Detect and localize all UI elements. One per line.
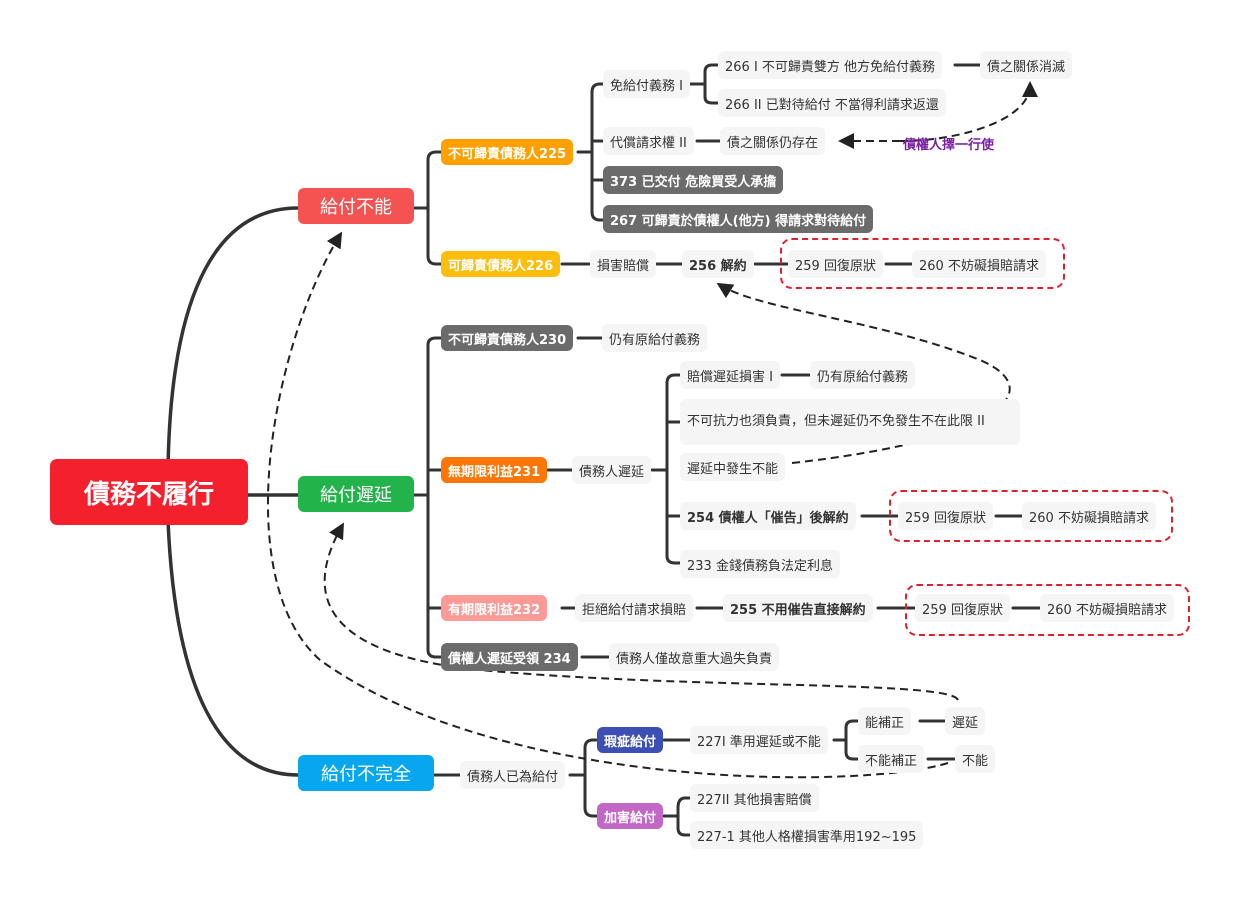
node-233[interactable]: 233 金錢債務負法定利息: [680, 550, 840, 578]
node-230-result[interactable]: 仍有原給付義務: [602, 324, 708, 352]
note-creditor-choice: 債權人擇一行使: [903, 138, 995, 153]
node-exempt[interactable]: 免給付義務 I: [603, 70, 690, 98]
node-extinction[interactable]: 債之關係消滅: [980, 51, 1073, 79]
node-creditor-delay-234[interactable]: 債權人遲延受領 234: [441, 643, 578, 671]
node-not-attributable-225[interactable]: 不可歸責債務人225: [441, 139, 574, 165]
node-harmful[interactable]: 加害給付: [597, 803, 664, 829]
node-267[interactable]: 267 可歸責於債權人(他方) 得請求對待給付: [603, 205, 874, 233]
node-impossible-during-delay[interactable]: 遲延中發生不能: [680, 453, 786, 481]
node-cannot-fix[interactable]: 不能補正: [858, 745, 925, 773]
node-260-a[interactable]: 260 不妨礙損賠請求: [912, 250, 1046, 278]
node-delay-damages-result[interactable]: 仍有原給付義務: [810, 361, 916, 389]
edge-root-impossibility: [166, 206, 300, 472]
node-254[interactable]: 254 債權人「催告」後解約: [680, 502, 856, 530]
dashed-arrow-can-fix-to-delay: [323, 522, 959, 701]
edge-root-incomplete: [166, 518, 300, 777]
node-damages[interactable]: 損害賠償: [590, 250, 657, 278]
node-substitute[interactable]: 代償請求權 II: [603, 127, 694, 155]
node-can-fix-result[interactable]: 遲延: [945, 707, 986, 735]
node-234-result[interactable]: 債務人僅故意重大過失負責: [609, 643, 780, 671]
node-266-1[interactable]: 266 I 不可歸責雙方 他方免給付義務: [718, 51, 943, 79]
node-256[interactable]: 256 解約: [682, 250, 754, 278]
group-box-255: [905, 584, 1190, 636]
node-delay-damages[interactable]: 賠償遲延損害 I: [680, 361, 780, 389]
node-can-fix[interactable]: 能補正: [858, 707, 912, 735]
group-box-254: [889, 490, 1173, 542]
node-no-term-231[interactable]: 無期限利益231: [441, 457, 548, 483]
node-373[interactable]: 373 已交付 危險買受人承擔: [603, 166, 784, 194]
node-remains[interactable]: 債之關係仍存在: [720, 127, 826, 155]
node-force-majeure[interactable]: 不可抗力也須負責，但未遲延仍不免發生不在此限 II: [680, 399, 1020, 445]
node-227-2[interactable]: 227II 其他損害賠償: [690, 784, 819, 812]
branch-incomplete[interactable]: 給付不完全: [298, 755, 434, 791]
node-attributable-226[interactable]: 可歸責債務人226: [441, 251, 561, 277]
node-refuse-performance[interactable]: 拒絕給付請求損賠: [575, 594, 694, 622]
node-not-attributable-230[interactable]: 不可歸責債務人230: [441, 325, 574, 351]
node-255[interactable]: 255 不用催告直接解約: [723, 594, 873, 622]
node-debtor-delay[interactable]: 債務人遲延: [572, 456, 652, 484]
node-260-b[interactable]: 260 不妨礙損賠請求: [1022, 502, 1156, 530]
node-266-2[interactable]: 266 II 已對待給付 不當得利請求返還: [718, 89, 946, 117]
node-227-1-personality[interactable]: 227-1 其他人格權損害準用192~195: [690, 821, 924, 849]
node-227-1[interactable]: 227I 準用遲延或不能: [690, 726, 828, 754]
node-defective[interactable]: 瑕疵給付: [597, 727, 664, 753]
dashed-arrow-cannot-fix-to-impossibility: [267, 231, 949, 779]
branch-delay[interactable]: 給付遲延: [298, 476, 414, 512]
node-with-term-232[interactable]: 有期限利益232: [441, 595, 548, 621]
node-debtor-performed[interactable]: 債務人已為給付: [460, 761, 566, 789]
root-node[interactable]: 債務不履行: [50, 459, 248, 525]
node-259-a[interactable]: 259 回復原狀: [788, 250, 883, 278]
node-260-c[interactable]: 260 不妨礙損賠請求: [1040, 594, 1174, 622]
group-box-226: [780, 238, 1065, 289]
node-259-b[interactable]: 259 回復原狀: [898, 502, 993, 530]
branch-impossibility[interactable]: 給付不能: [298, 188, 414, 224]
node-cannot-fix-result[interactable]: 不能: [955, 745, 996, 773]
node-259-c[interactable]: 259 回復原狀: [915, 594, 1010, 622]
